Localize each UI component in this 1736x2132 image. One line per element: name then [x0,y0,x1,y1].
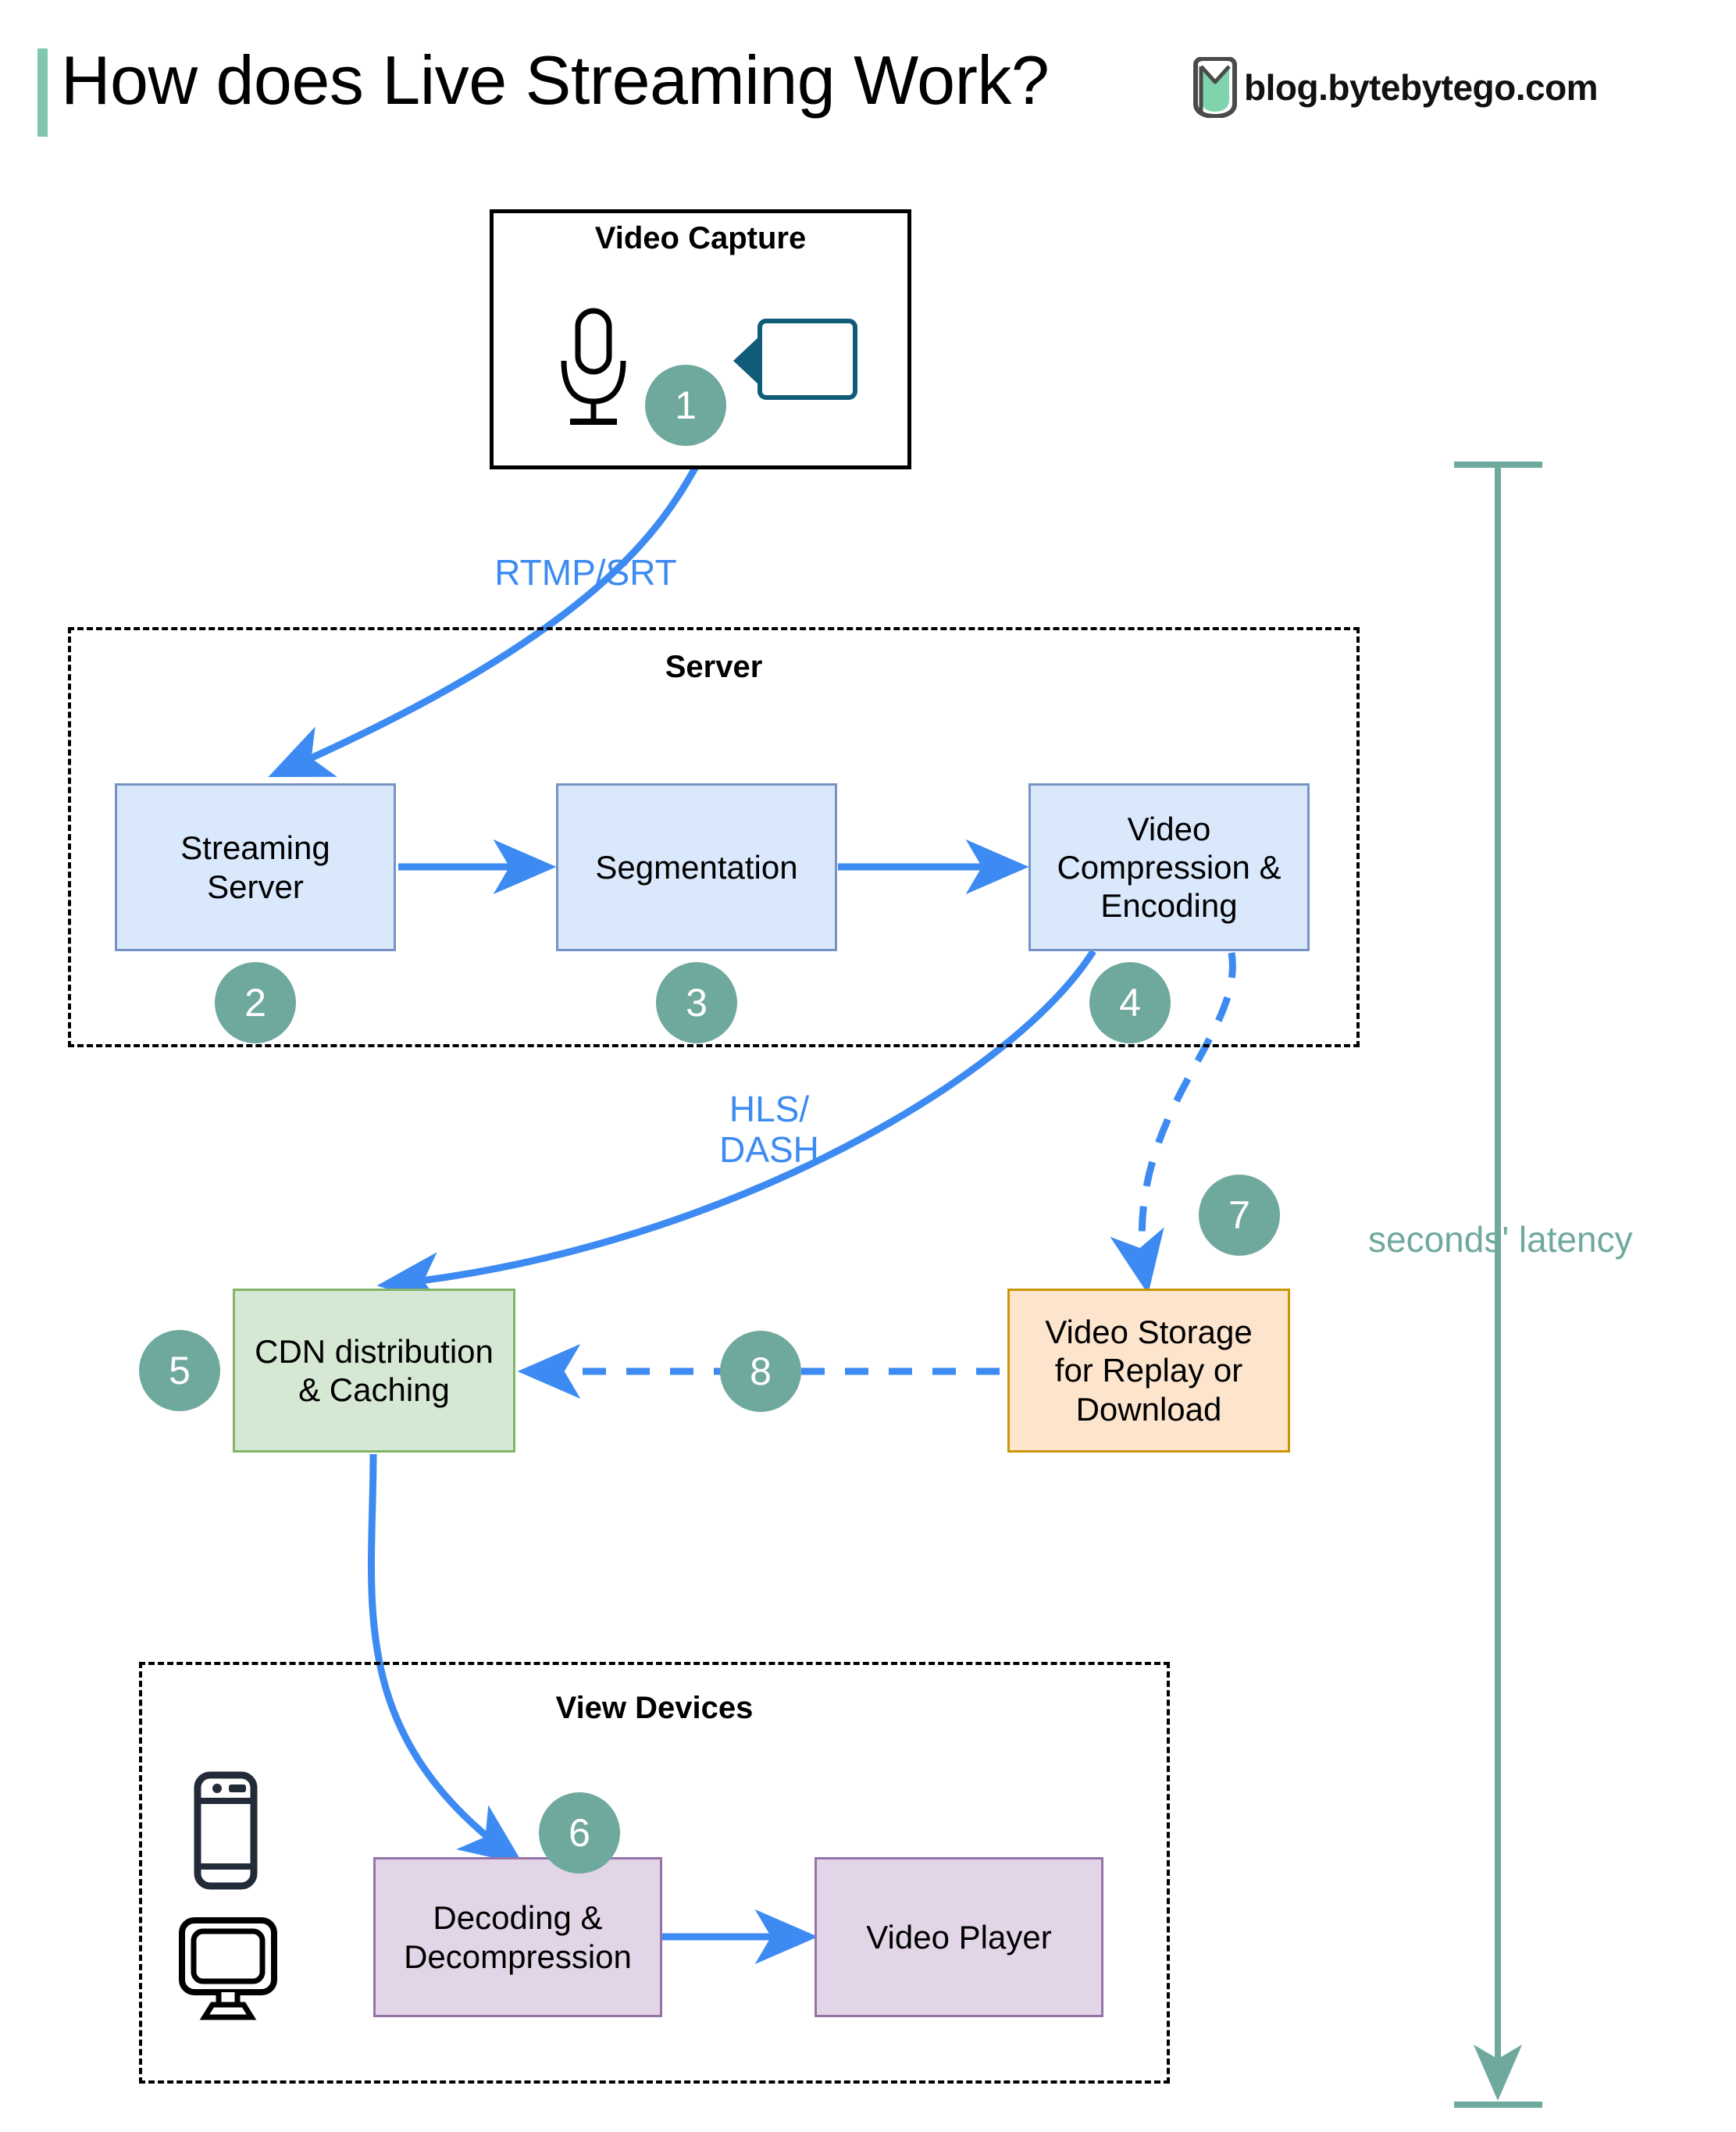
server-group [68,627,1360,1047]
server-group-title: Server [665,650,763,684]
microphone-icon [547,305,640,430]
node-cdn-label: CDN distribution & Caching [255,1332,494,1408]
brand-text: blog.bytebytego.com [1244,67,1599,108]
video-capture-title: Video Capture [594,221,807,255]
title-accent-bar [37,48,48,137]
node-video-player-label: Video Player [866,1918,1052,1956]
step-badge-3: 3 [656,962,737,1043]
step-badge-4: 4 [1089,962,1171,1043]
step-badge-6: 6 [539,1792,620,1874]
video-camera-icon [722,316,859,402]
step-badge-5: 5 [139,1330,220,1411]
view-devices-group [139,1662,1170,2084]
node-segmentation[interactable]: Segmentation [556,783,837,951]
node-video-compression[interactable]: Video Compression & Encoding [1028,783,1310,951]
node-video-storage[interactable]: Video Storage for Replay or Download [1007,1289,1290,1453]
latency-annotation: seconds' latency [1368,1219,1633,1260]
edge-label-rtmp-srt: RTMP/SRT [494,552,677,593]
node-streaming-server[interactable]: Streaming Server [115,783,396,951]
step-badge-1: 1 [645,365,726,446]
node-video-storage-label: Video Storage for Replay or Download [1045,1314,1253,1428]
node-streaming-server-label: Streaming Server [180,829,330,905]
page-header: How does Live Streaming Work? blog.byteb… [0,0,1736,156]
edge-compression-to-cdn [376,949,1096,1307]
node-video-player[interactable]: Video Player [815,1857,1103,2017]
node-cdn-distribution[interactable]: CDN distribution & Caching [233,1289,515,1453]
node-decoding-decompression[interactable]: Decoding & Decompression [373,1857,662,2017]
step-badge-8: 8 [720,1331,801,1412]
view-devices-title: View Devices [555,1691,754,1725]
bytebytego-logo-icon [1193,57,1237,118]
edge-label-hls-dash: HLS/ DASH [719,1089,819,1170]
desktop-monitor-icon [178,1917,278,2020]
node-decoding-label: Decoding & Decompression [404,1899,632,1975]
node-segmentation-label: Segmentation [595,848,798,886]
step-badge-2: 2 [215,962,296,1043]
node-video-compression-label: Video Compression & Encoding [1057,810,1282,925]
edge-compression-to-storage [1110,952,1236,1295]
step-badge-7: 7 [1199,1175,1280,1256]
brand-watermark: blog.bytebytego.com [1191,57,1599,118]
edge-capture-to-streaming-server [268,452,706,778]
mobile-phone-icon [194,1771,258,1890]
page-title: How does Live Streaming Work? [61,41,1050,119]
